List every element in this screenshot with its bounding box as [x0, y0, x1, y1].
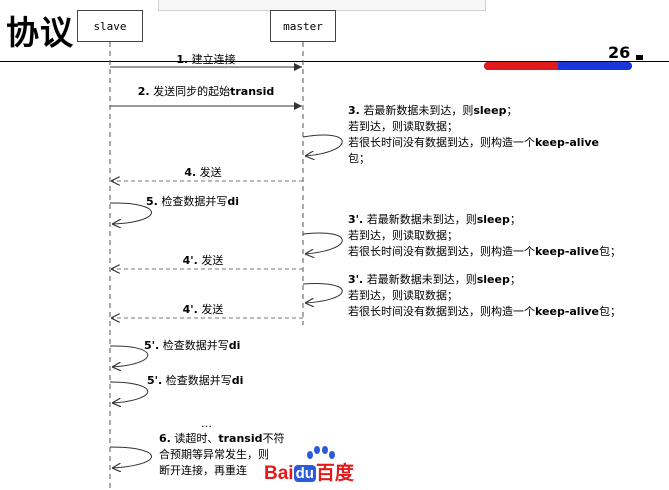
- message-label-4c: 4'. 发送: [182, 303, 224, 316]
- slave-note-5c: 5'. 检查数据并写di: [147, 374, 244, 387]
- master-note-3b: 3'. 若最新数据未到达，则sleep； 若到达，则读取数据； 若很长时间没有数…: [348, 213, 621, 258]
- progress-bar-fill: [484, 62, 558, 70]
- title-rule: [0, 61, 669, 62]
- page-number: 26: [608, 43, 631, 62]
- slave-note-6: 6. 读超时、transid不符 合预期等异常发生，则 断开连接，再重连: [159, 432, 285, 477]
- self-loop-6: [109, 446, 152, 468]
- master-note-3c: 3'. 若最新数据未到达，则sleep； 若到达，则读取数据； 若很长时间没有数…: [348, 273, 621, 318]
- progress-bar-remaining: [558, 62, 632, 70]
- message-label-2: 2. 发送同步的起始transid: [137, 85, 275, 98]
- self-loop-3c: [302, 282, 343, 303]
- slave-note-5b: 5'. 检查数据并写di: [144, 339, 241, 352]
- actor-slave: slave: [77, 10, 143, 42]
- self-loop-3: [302, 134, 343, 156]
- baidu-logo-paw: [307, 446, 335, 459]
- logo-bai: Bai: [264, 463, 294, 484]
- logo-cn: 百度: [315, 462, 354, 484]
- actor-master: master: [270, 10, 336, 42]
- message-label-1: 1. 建立连接: [176, 53, 236, 66]
- progress-bar: [484, 62, 632, 70]
- paw-toe-3: [322, 446, 328, 454]
- self-loop-5: [109, 202, 152, 224]
- page-marker: [636, 55, 643, 60]
- paw-toe-4: [329, 451, 335, 459]
- ellipsis: …: [201, 417, 212, 430]
- message-label-4b: 4'. 发送: [182, 254, 224, 267]
- slide-title: 协议: [6, 13, 74, 52]
- self-loop-5b: [109, 345, 149, 367]
- message-label-4: 4. 发送: [184, 166, 222, 179]
- self-loop-5c: [109, 381, 149, 403]
- paw-toe-1: [307, 451, 313, 459]
- paw-toe-2: [314, 446, 320, 454]
- slave-note-5: 5. 检查数据并写di: [146, 195, 239, 208]
- logo-du: du: [293, 465, 316, 482]
- master-note-3: 3. 若最新数据未到达，则sleep； 若到达，则读取数据； 若很长时间没有数据…: [348, 104, 599, 165]
- self-loop-3b: [302, 232, 343, 254]
